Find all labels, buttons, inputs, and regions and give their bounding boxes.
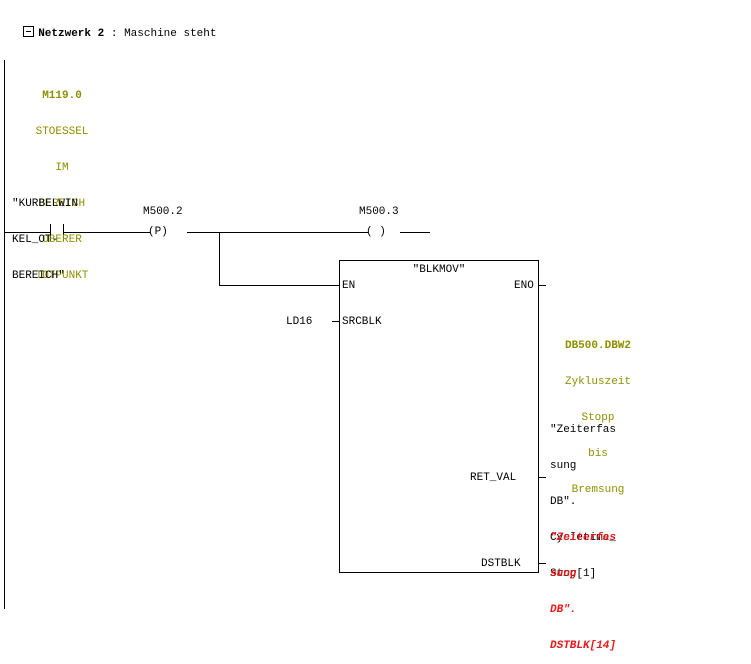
retval-comment-0: Zykluszeit [564,376,631,388]
contact-comment-0: STOESSEL [35,126,89,138]
network-header: Netzwerk 2 : Maschine steht [10,13,216,40]
contact-comment-3: OBERER [42,234,82,246]
retval-symbol-1: sung [550,460,577,472]
retval-symbol-4: Stop[1] [550,568,597,580]
retval-symbol-0: "Zeiterfas [550,424,617,436]
contact-symbol-2: BEREICH" [12,270,65,282]
dstblk-line-0: "Zeiterfas [550,532,617,544]
contact-comment-2: BEREICH [38,198,86,210]
block-name: "BLKMOV" [412,264,466,276]
network-title[interactable]: Maschine steht [124,28,217,40]
contact-labels: M119.0 STOESSEL IM BEREICH OBERER TOTPUN… [12,66,112,294]
dstblk-operand[interactable]: "Zeiterfas sung DB". DSTBLK[14] [550,508,616,664]
dstblk-line-2: DB". [550,604,577,616]
pin-srcblk: SRCBLK [342,316,382,328]
retval-comment-3: Bremsung [571,484,625,496]
coil-element[interactable]: ( ) [366,226,386,238]
contact-symbol[interactable]: "KURBELWIN KEL_OT- BEREICH" [12,174,78,294]
retval-symbol[interactable]: "Zeiterfas sung DB". Cycletime_ Stop[1] [550,400,616,592]
ladder-wiring [4,60,546,609]
srcblk-operand[interactable]: LD16 [286,316,313,328]
pin-en: EN [342,280,356,292]
contact-comment-4: TOTPUNKT [35,270,89,282]
network-label: Netzwerk [38,28,92,40]
dstblk-line-1: sung [550,568,577,580]
retval-comment-2: bis [588,448,608,460]
pin-eno: ENO [514,280,534,292]
pin-dstblk: DSTBLK [481,558,521,570]
coil-address[interactable]: M500.3 [359,206,399,218]
network-number: 2 [97,28,105,40]
pin-ret-val: RET_VAL [470,472,517,484]
edge-p-element[interactable]: (P) [148,226,168,238]
collapse-toggle-icon[interactable] [23,26,35,37]
edge-p-symbol: P [154,226,162,238]
retval-symbol-2: DB". [550,496,577,508]
retval-comment-1: Stopp [581,412,615,424]
retval-address[interactable]: DB500.DBW2 [564,340,631,352]
retval-symbol-3: Cycletime_ [550,532,617,544]
blkmov-block[interactable] [339,260,539,573]
contact-comment-1: IM [55,162,69,174]
edge-address[interactable]: M500.2 [143,206,183,218]
contact-address[interactable]: M119.0 [42,90,82,102]
contact-symbol-1: KEL_OT- [12,234,59,246]
network-separator: : [110,28,118,40]
retval-labels: DB500.DBW2 Zykluszeit Stopp bis Bremsung [548,316,648,508]
dstblk-line-3: DSTBLK[14] [550,640,617,652]
contact-symbol-0: "KURBELWIN [12,198,79,210]
